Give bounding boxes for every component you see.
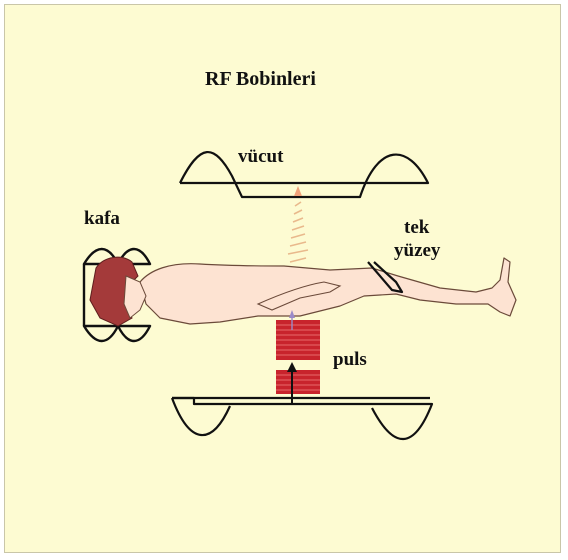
pulse-label: puls (333, 349, 367, 371)
diagram-title: RF Bobinleri (205, 68, 316, 91)
body-coil-top (180, 152, 428, 197)
surface-coil-label-line1: tek (404, 217, 429, 239)
signal-arrowhead (294, 186, 302, 196)
patient-figure (90, 257, 516, 326)
rf-pulse-upper (276, 320, 320, 360)
rf-pulse-lower (276, 370, 320, 394)
head-coil-label: kafa (84, 208, 120, 230)
signal-emission (288, 202, 308, 262)
surface-coil-label-line2: yüzey (394, 240, 440, 262)
body-coil-label: vücut (238, 146, 283, 168)
